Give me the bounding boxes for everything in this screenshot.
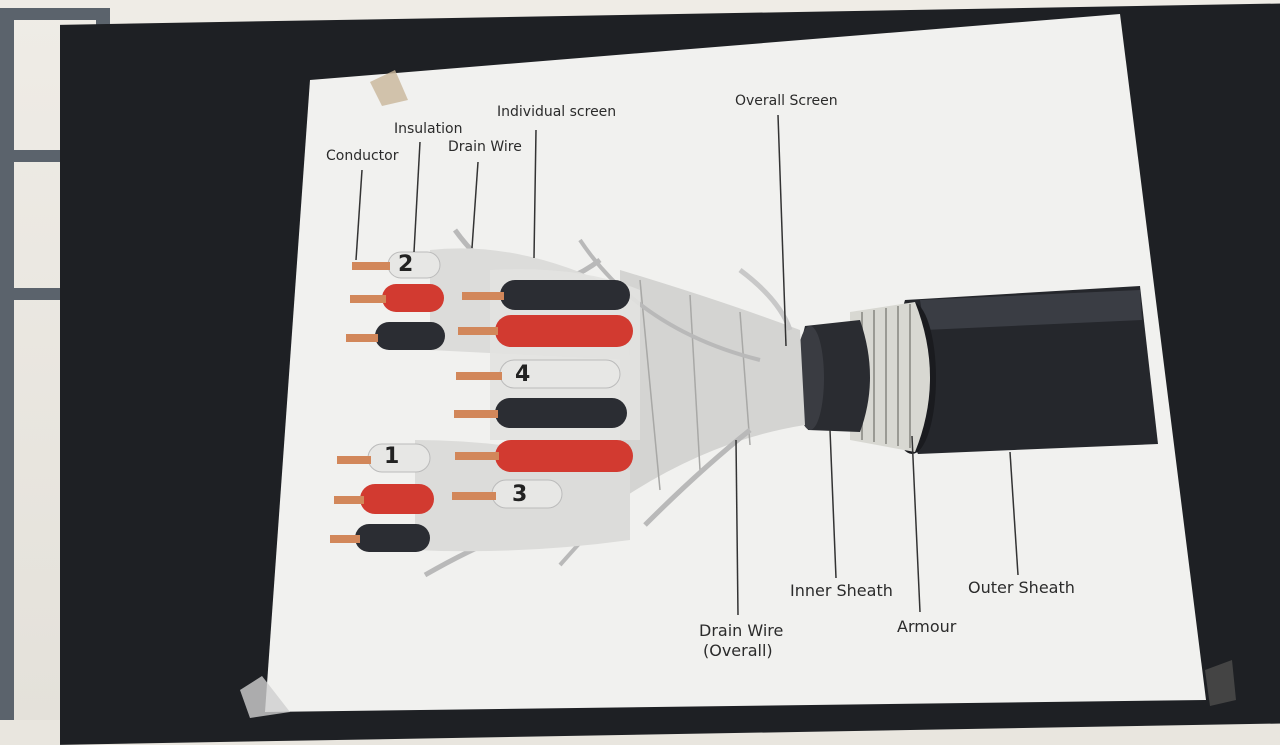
label-inner-sheath: Inner Sheath bbox=[790, 581, 893, 600]
pair-number-2: 2 bbox=[398, 252, 414, 277]
label-outer-sheath: Outer Sheath bbox=[968, 578, 1075, 597]
label-drain-wire-overall-1: Drain Wire bbox=[699, 621, 784, 640]
leader-armour bbox=[911, 435, 921, 613]
label-armour: Armour bbox=[897, 617, 957, 636]
label-insulation: Insulation bbox=[394, 121, 463, 137]
pair-number-4: 4 bbox=[515, 362, 531, 387]
label-drain-wire-overall-2: (Overall) bbox=[703, 641, 773, 660]
leader-inner-sheath bbox=[829, 429, 837, 579]
leader-conductor bbox=[355, 169, 363, 261]
pair-2-cores bbox=[346, 251, 445, 350]
leader-drain-overall bbox=[735, 439, 739, 616]
leader-overall-screen bbox=[777, 114, 787, 347]
tape-bottom-right bbox=[1205, 660, 1236, 706]
individual-screen-4 bbox=[490, 269, 640, 440]
cable-diagram-poster bbox=[240, 14, 1236, 718]
label-overall-screen: Overall Screen bbox=[735, 93, 838, 109]
label-individual-screen: Individual screen bbox=[497, 104, 617, 120]
overall-screen bbox=[620, 270, 805, 500]
window-frame-low bbox=[0, 288, 60, 300]
leader-drain-wire bbox=[471, 161, 479, 249]
window-frame-left bbox=[0, 8, 14, 720]
tape-bottom-left bbox=[240, 676, 290, 718]
leader-insulation bbox=[413, 141, 421, 253]
leader-individual-screen bbox=[533, 129, 537, 259]
label-conductor: Conductor bbox=[326, 148, 399, 164]
pair-3-cores bbox=[452, 440, 633, 509]
tape-top bbox=[370, 70, 408, 106]
pair-1-cores bbox=[330, 443, 434, 552]
label-drain-wire: Drain Wire bbox=[448, 139, 522, 155]
pair-number-1: 1 bbox=[384, 444, 400, 469]
window-frame-top bbox=[0, 8, 110, 20]
leader-outer-sheath bbox=[1009, 451, 1019, 576]
pair-4-cores bbox=[454, 280, 633, 428]
pair-number-3: 3 bbox=[512, 482, 528, 507]
